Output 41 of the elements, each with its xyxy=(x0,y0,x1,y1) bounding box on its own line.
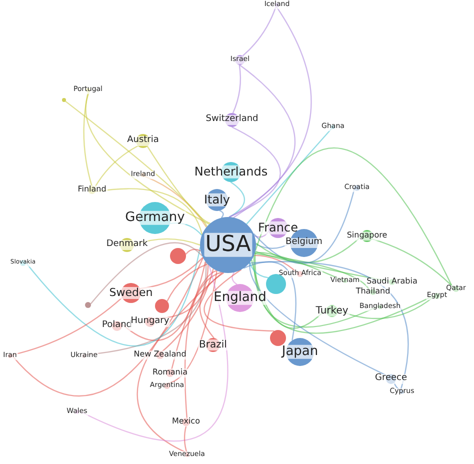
link-line xyxy=(232,272,238,285)
country-label: Finland xyxy=(76,186,108,194)
country-label: Romania xyxy=(152,368,188,378)
link-line xyxy=(249,262,268,278)
country-label: Mexico xyxy=(171,418,201,426)
link-line xyxy=(228,126,281,218)
link-line xyxy=(230,64,296,218)
link-line xyxy=(233,6,312,218)
link-line xyxy=(199,272,224,338)
link-line xyxy=(65,100,208,227)
country-label: Poland xyxy=(100,321,134,331)
country-label: Saudi Arabia xyxy=(366,278,418,286)
country-label: Turkey xyxy=(314,306,350,316)
link-line xyxy=(184,426,188,454)
country-label: Germany xyxy=(124,210,186,226)
link-line xyxy=(146,146,211,224)
link-line xyxy=(90,242,203,304)
link-line xyxy=(219,210,224,218)
link-line xyxy=(166,263,208,302)
country-label: USA xyxy=(204,232,252,258)
country-label: Brazil xyxy=(198,340,228,350)
link-line xyxy=(185,248,201,255)
link-line xyxy=(162,268,214,352)
country-label: Singapore xyxy=(346,232,388,240)
country-label: Thailand xyxy=(354,288,392,296)
link-line xyxy=(232,64,242,114)
link-line xyxy=(228,182,246,218)
country-label: Netherlands xyxy=(193,165,269,179)
country-label: England xyxy=(212,290,268,306)
country-label: New Zealand xyxy=(132,350,188,360)
country-label: Greece xyxy=(374,374,408,384)
country-label: Denmark xyxy=(105,240,149,250)
link-line xyxy=(83,92,92,186)
country-label: Hungary xyxy=(130,317,170,327)
country-label: Switzerland xyxy=(204,115,260,125)
country-label: Belgium xyxy=(284,238,324,248)
country-label: Italy xyxy=(202,193,232,207)
country-label: Japan xyxy=(280,344,320,360)
country-label: France xyxy=(257,221,299,235)
country-label: Austria xyxy=(126,136,160,146)
country-label: Sweden xyxy=(108,286,154,300)
